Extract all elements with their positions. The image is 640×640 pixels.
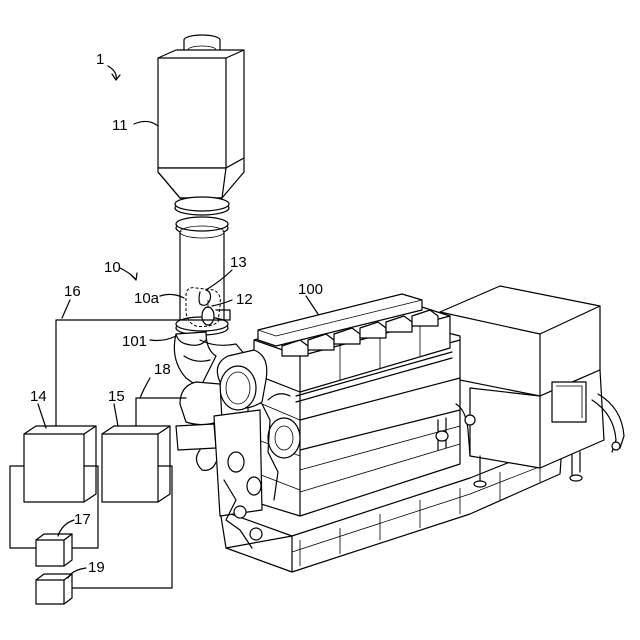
label-exhaust-pipe: 10 [104,259,121,276]
label-box-a: 17 [74,511,91,528]
silencer [158,35,244,198]
label-pipe-inner-wall: 10a [134,290,160,307]
label-silencer: 11 [112,117,128,134]
label-unit-b: 15 [108,388,125,405]
label-unit-a: 14 [30,388,47,405]
label-sensor-mount: 12 [236,291,253,308]
engine [176,286,624,572]
label-line-b: 18 [154,361,171,378]
label-system: 1 [96,51,104,68]
label-exhaust-outlet: 101 [122,333,147,350]
label-line-a: 16 [64,283,81,300]
label-box-b: 19 [88,559,105,576]
label-engine: 100 [298,281,323,298]
label-sensor: 13 [230,254,247,271]
